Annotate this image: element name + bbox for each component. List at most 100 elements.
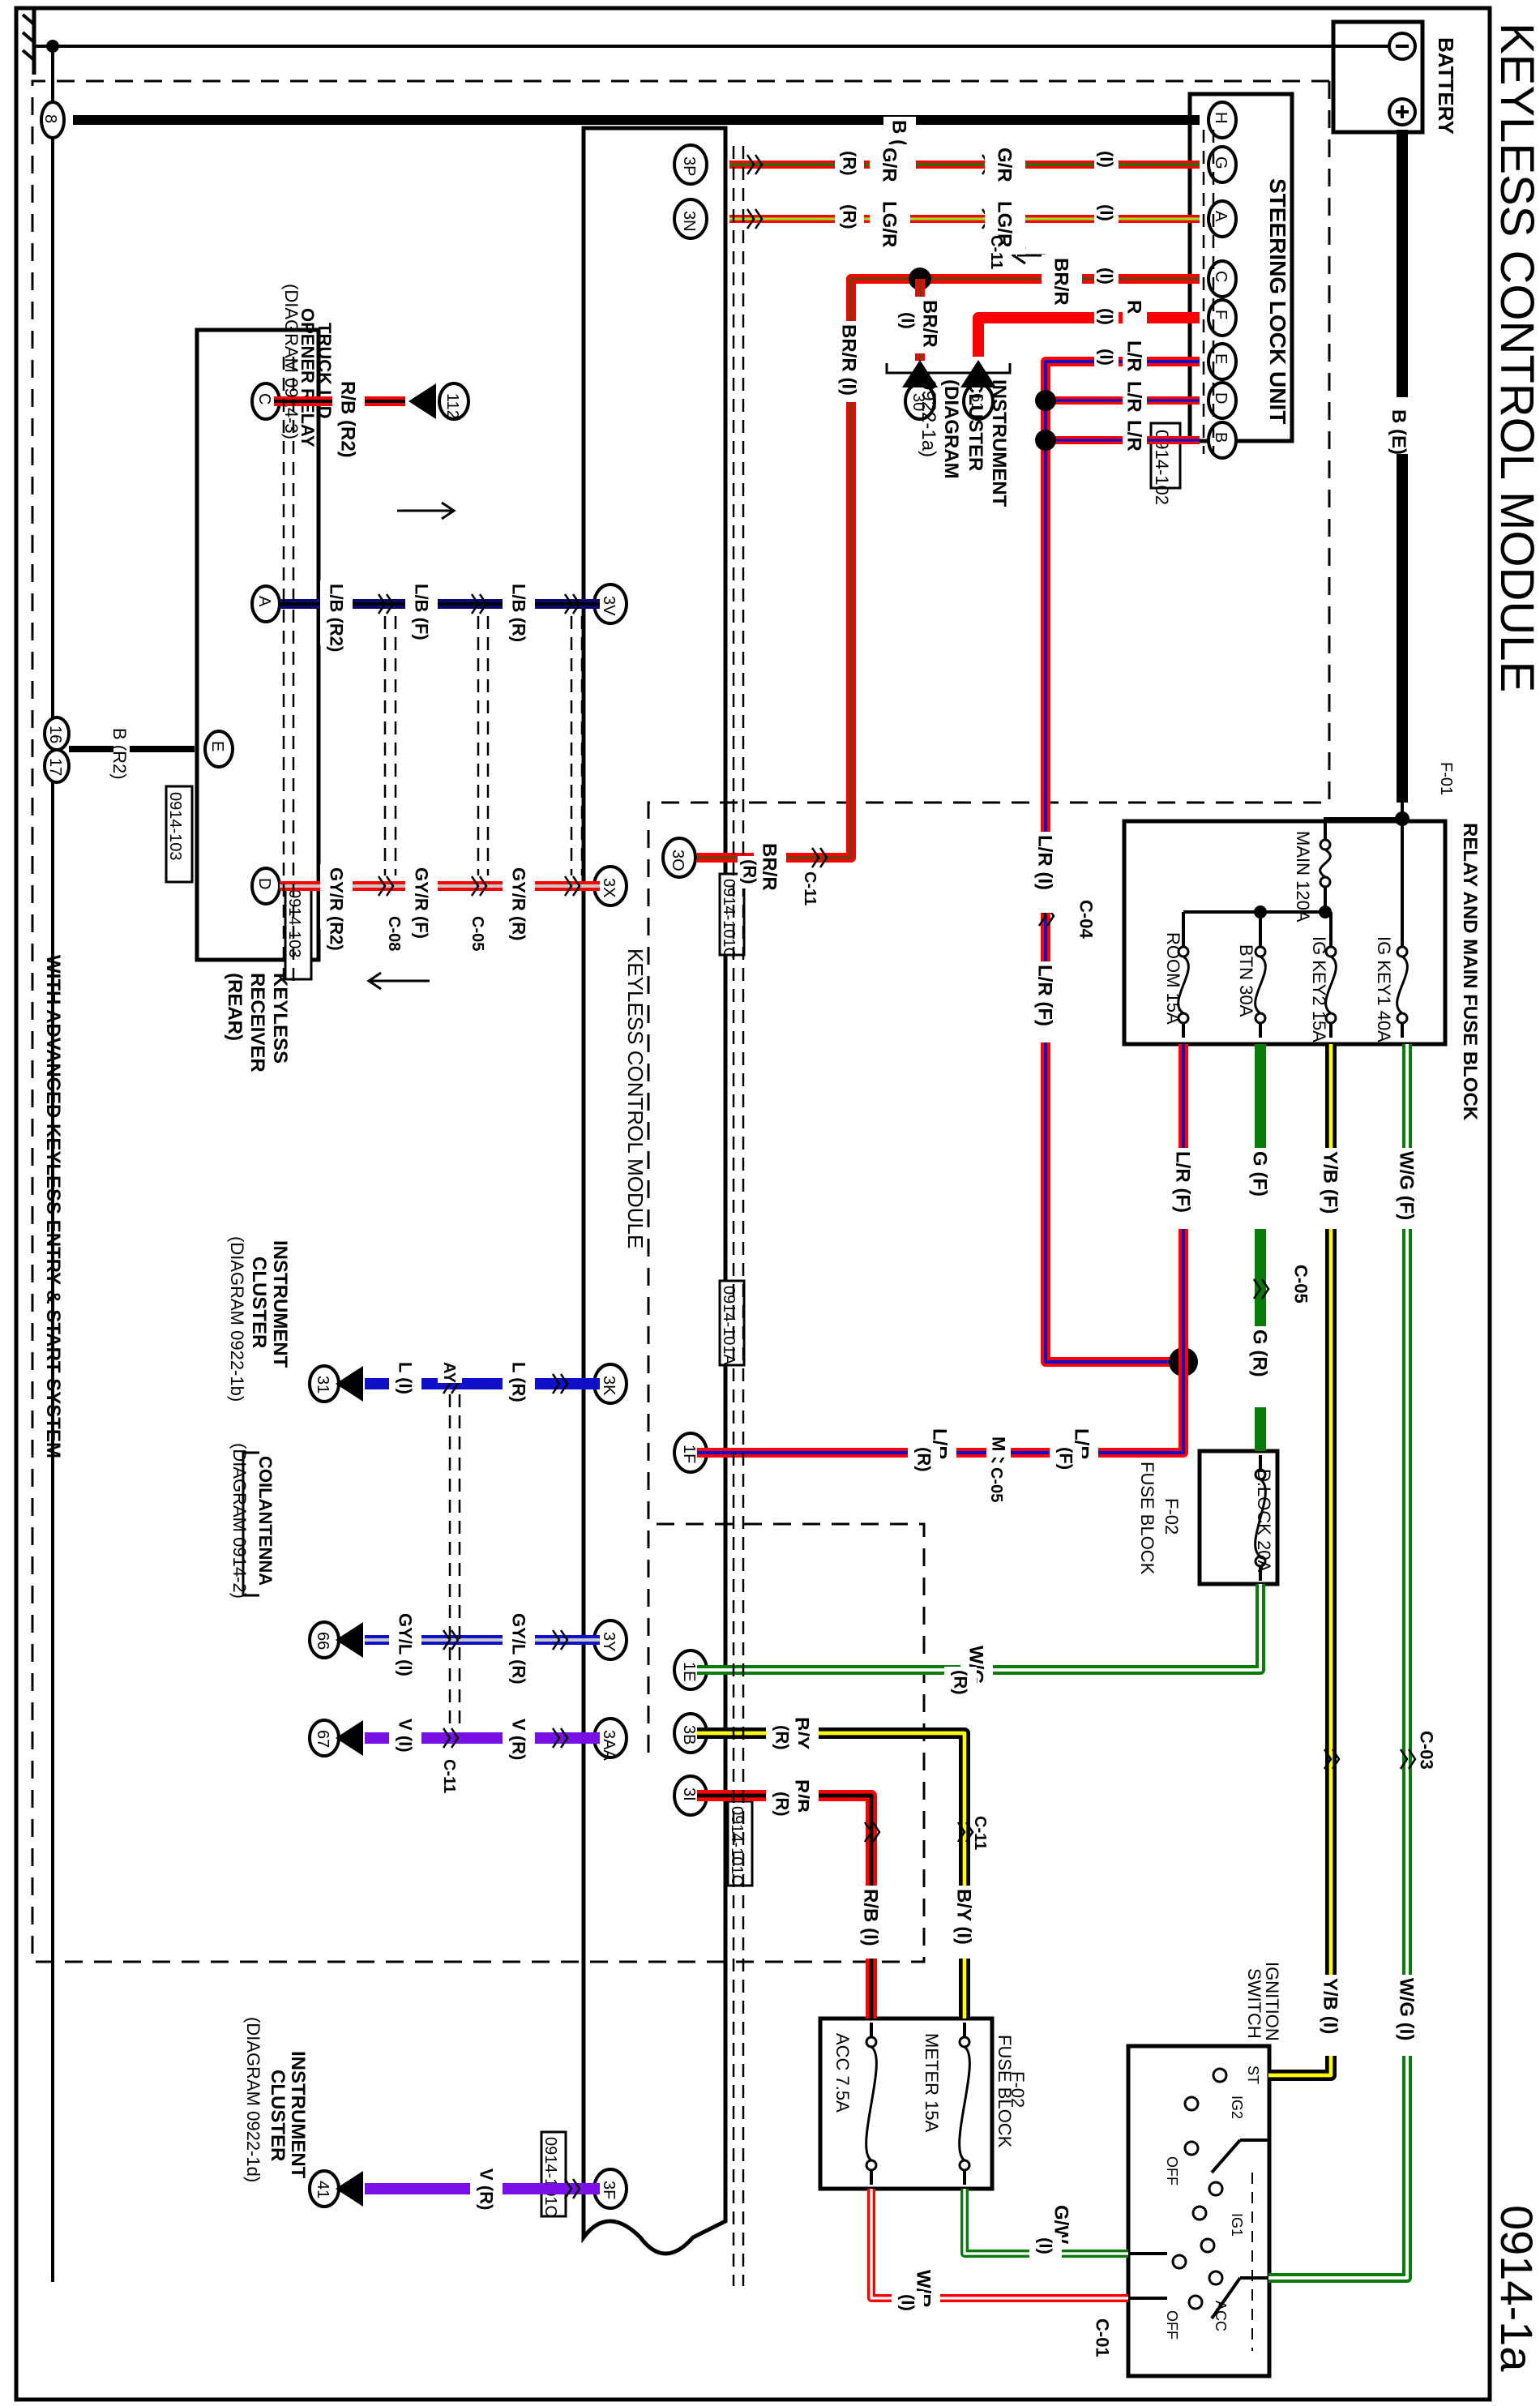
wire-label: C-11	[801, 871, 819, 905]
connector-symbol	[470, 875, 488, 897]
cluster-ref-41: 41	[308, 2169, 340, 2208]
terminal-arrow-icon	[336, 1720, 363, 1756]
wire-label: GY/L (R)	[508, 1613, 528, 1685]
wire-label-gap	[389, 1715, 421, 1764]
connector-symbol	[442, 1629, 460, 1650]
system-note: WITH ADVANCED KEYLESS ENTRY & START SYST…	[42, 955, 64, 1458]
wire-label-gap	[835, 201, 864, 233]
switch-contact	[1200, 2237, 1216, 2254]
receiver-pin-d: D	[250, 867, 281, 905]
kcm-pin-3b: 3B	[673, 1712, 708, 1754]
wire-label-gap	[1029, 832, 1062, 913]
wire-label: C-11	[987, 235, 1005, 269]
svg-text:(DIAGRAM 0922-1b): (DIAGRAM 0922-1b)	[227, 1236, 247, 1402]
wire-label-gap	[870, 198, 910, 246]
wire-label-gap	[470, 2165, 503, 2214]
switch-contact	[1191, 2205, 1208, 2221]
slu-pin-c: C	[1207, 259, 1238, 298]
wire-label: (I)	[897, 312, 918, 329]
switch-blade	[1210, 2276, 1242, 2320]
wire-label: (I)	[897, 2294, 918, 2311]
svg-text:(DIAGRAM: (DIAGRAM	[940, 379, 962, 479]
wire-label: Y/B (I)	[1320, 1978, 1341, 2034]
wire-w-r-stripe	[870, 2189, 1128, 2300]
wire-label: L (R)	[508, 1362, 528, 1402]
wire-label: W/G (I)	[1396, 1978, 1418, 2040]
pin-label: 3O	[669, 850, 687, 871]
wire-label: (R)	[772, 1725, 792, 1750]
svg-text:0914-101A: 0914-101A	[720, 1286, 738, 1366]
system-boundary	[31, 79, 1329, 1963]
connector-symbol	[956, 1822, 974, 1843]
wire-label-gap	[1244, 1148, 1277, 1229]
wire-label-gap	[985, 144, 1025, 201]
svg-text:(DIAGRAM 0922-1d): (DIAGRAM 0922-1d)	[243, 2017, 263, 2182]
fuse-dlock-element	[1254, 1478, 1267, 1558]
wire-label-gap	[896, 309, 920, 341]
kcm-pin-3aa: 3AA	[592, 1717, 628, 1761]
terminal-arrow-icon	[960, 360, 996, 387]
svg-text:FUSE BLOCK: FUSE BLOCK	[995, 2035, 1015, 2148]
kcm-pin-3x: 3X	[592, 865, 628, 907]
wire-label: (I)	[1035, 2237, 1055, 2254]
wire-label: GY/R (R)	[508, 867, 528, 940]
slu-pin-h: H	[1207, 101, 1238, 139]
connector-symbol	[563, 593, 581, 614]
wire-label: C-04	[1076, 900, 1096, 939]
wire-label: L/R	[1123, 340, 1145, 372]
fuse-main-term	[1319, 838, 1332, 851]
ignition-position-label: IG2	[1229, 2096, 1245, 2119]
fuse-igkey1-term	[1396, 945, 1409, 958]
truck-lid-opener-relay: TRUCK LID OPENER RELAY (DIAGRAM 0914-3)	[281, 284, 335, 447]
wire-label-gap	[985, 198, 1025, 255]
harness-dashed-line	[1202, 130, 1215, 454]
connector-symbol	[1252, 1278, 1270, 1299]
page-number: 0914-1a	[1491, 2205, 1540, 2372]
wire-label: BR/R	[1050, 258, 1072, 306]
svg-text:F-02: F-02	[1161, 1498, 1182, 1535]
wire-label-gap	[1315, 1148, 1347, 1229]
wire-label-gap	[835, 148, 864, 180]
kcm-pin-1e: 1E	[673, 1649, 708, 1691]
pin-circle	[1207, 342, 1238, 381]
steering-lock-unit: STEERING LOCK UNIT 0914-102	[1149, 92, 1294, 505]
slu-pin-b: B	[1207, 421, 1238, 460]
wire-label-gap	[405, 580, 438, 645]
wire-label-gap	[320, 580, 353, 645]
wire-label: B (E)	[1388, 409, 1410, 455]
wire-label-gap	[948, 1886, 981, 1959]
svg-text:CLUSTER: CLUSTER	[248, 1257, 270, 1348]
svg-text:INSTRUMENT: INSTRUMENT	[287, 2051, 309, 2179]
wire-label: B/Y (I)	[953, 1889, 975, 1945]
receiver-pin-c: C	[250, 382, 281, 421]
fuse-btn-element	[1254, 955, 1267, 1015]
kcm-pin-3y: 3Y	[592, 1619, 628, 1661]
wire-label: C-05	[987, 1467, 1005, 1502]
wire-label-gap	[1391, 1148, 1423, 1229]
wire-label: L/B (R2)	[326, 584, 346, 652]
wire-label: C-01	[1092, 2318, 1112, 2357]
connector-symbol	[470, 593, 488, 614]
pin-label: 67	[314, 1730, 332, 1748]
fuse-label: MAIN 120A	[1293, 831, 1313, 923]
svg-text:0914-103: 0914-103	[285, 889, 303, 958]
keyless-control-module: KEYLESS CONTROL MODULE	[581, 126, 728, 2256]
ignition-position-label: OFF	[1164, 2156, 1180, 2186]
pin-circle	[1207, 381, 1238, 420]
pin-label: 3Y	[600, 1632, 618, 1651]
kcm-pin-3o: 3O	[661, 837, 697, 879]
wire-label: (F)	[1055, 1447, 1076, 1470]
wire-label: L (I)	[395, 1362, 415, 1394]
kcm-pin-3n: 3N	[673, 198, 708, 240]
svg-text:INSTRUMENT: INSTRUMENT	[988, 379, 1010, 507]
pin-circle	[673, 143, 708, 186]
svg-text:0914-101C: 0914-101C	[728, 1806, 746, 1886]
wire-label: (I)	[1096, 204, 1116, 221]
connector-symbol	[563, 2178, 581, 2199]
switch-contact	[1183, 2096, 1200, 2112]
wire-label: GY/L (I)	[395, 1613, 415, 1676]
wire-label-gap	[766, 1722, 798, 1754]
fuse-meter-term	[958, 2159, 971, 2172]
wire-label: L/R	[1123, 420, 1145, 452]
svg-text:RELAY AND MAIN FUSE BLOCK: RELAY AND MAIN FUSE BLOCK	[1459, 823, 1481, 1121]
